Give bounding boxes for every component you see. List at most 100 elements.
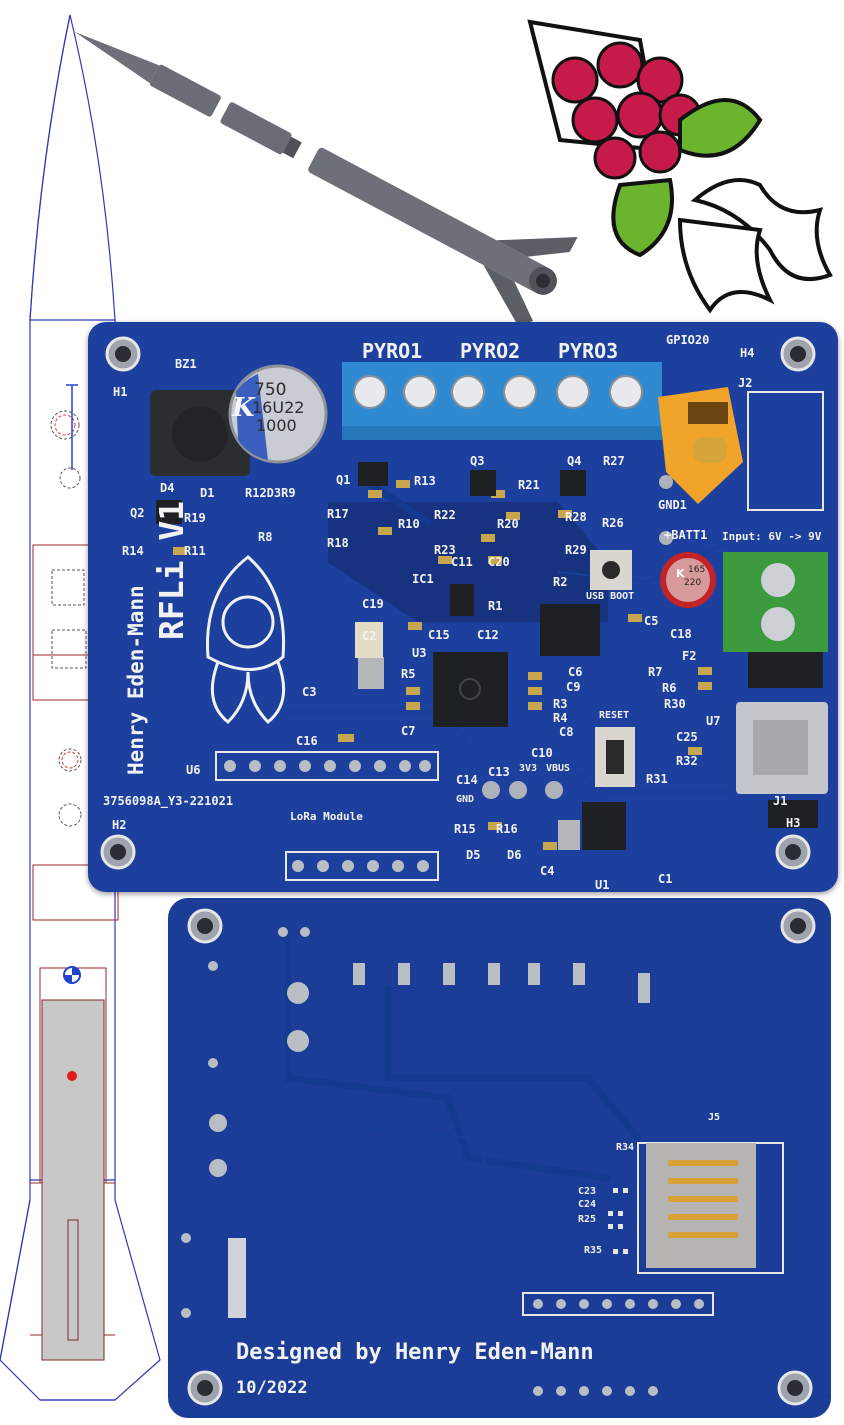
small-capacitor-value: 220: [684, 578, 702, 588]
gpio-label: GPIO20: [666, 333, 710, 347]
refdes-bz1: BZ1: [175, 357, 197, 371]
refdes-c3: C3: [302, 685, 317, 699]
capacitor-value: 750: [254, 380, 287, 400]
refdes-r28: R28: [565, 510, 587, 524]
refdes-c4: C4: [540, 864, 555, 878]
refdes-r6: R6: [662, 681, 677, 695]
refdes-r10: R10: [398, 517, 420, 531]
refdes-u7: U7: [706, 714, 721, 728]
refdes-r5: R5: [401, 667, 416, 681]
refdes-d6: D6: [507, 848, 522, 862]
refdes-c25: C25: [676, 730, 698, 744]
refdes-c18: C18: [670, 627, 692, 641]
capacitor-capacitance: 1000: [256, 416, 297, 435]
refdes-d1: D1: [200, 486, 215, 500]
refdes-c19: C19: [362, 597, 384, 611]
refdes-h4: H4: [740, 346, 755, 360]
pyro2-label: PYRO2: [460, 339, 521, 363]
refdes-r25: R25: [578, 1214, 597, 1225]
refdes-r11: R11: [184, 544, 206, 558]
board-id: 3756098A_Y3-221021: [103, 794, 234, 808]
refdes-j2: J2: [738, 376, 753, 390]
refdes-c9: C9: [566, 680, 581, 694]
refdes-j5: J5: [708, 1112, 721, 1123]
refdes-c5: C5: [644, 614, 659, 628]
refdes-r30: R30: [664, 697, 686, 711]
refdes-u1: U1: [595, 878, 610, 892]
refdes-r26: R26: [602, 516, 624, 530]
refdes-c10: C10: [531, 746, 553, 760]
refdes-c15: C15: [428, 628, 450, 642]
refdes-r20: R20: [497, 517, 519, 531]
refdes-c1: C1: [658, 872, 673, 886]
capacitor-rating: 16U22: [252, 398, 305, 417]
refdes-r15: R15: [454, 822, 476, 836]
refdes-j1: J1: [773, 794, 788, 808]
gnd1-label: GND1: [658, 498, 687, 512]
refdes-u6: U6: [186, 763, 201, 777]
refdes-c23: C23: [578, 1186, 597, 1197]
refdes-ic1: IC1: [412, 572, 434, 586]
board-author: Henry Eden-Mann: [124, 585, 148, 775]
lora-module-label: LoRa Module: [290, 810, 363, 823]
refdes-c14: C14: [456, 773, 478, 787]
refdes-r35: R35: [584, 1245, 603, 1256]
pyro1-label: PYRO1: [362, 339, 423, 363]
gnd-pad-label: GND: [456, 794, 475, 805]
refdes-c20: C20: [488, 555, 510, 569]
small-capacitor-brand: K: [676, 567, 685, 580]
refdes-q3: Q3: [470, 454, 485, 468]
refdes-u3: U3: [412, 646, 427, 660]
refdes-r34: R34: [616, 1142, 635, 1153]
refdes-d5: D5: [466, 848, 481, 862]
refdes-r13: R13: [414, 474, 436, 488]
input-voltage-label: Input: 6V -> 9V: [722, 530, 822, 543]
refdes-c16: C16: [296, 734, 318, 748]
refdes-q2: Q2: [130, 506, 145, 520]
reset-label: RESET: [599, 710, 630, 721]
refdes-c7: C7: [401, 724, 416, 738]
refdes-r23: R23: [434, 543, 456, 557]
refdes-r14: R14: [122, 544, 144, 558]
refdes-d4: D4: [160, 481, 175, 495]
refdes-c12: C12: [477, 628, 499, 642]
refdes-r3: R3: [553, 697, 568, 711]
refdes-r29: R29: [565, 543, 587, 557]
refdes-r1: R1: [488, 599, 503, 613]
raspberry-pi-logo: [527, 19, 833, 314]
refdes-r17: R17: [327, 507, 349, 521]
refdes-h3: H3: [786, 816, 801, 830]
small-capacitor-code: 165: [688, 565, 706, 575]
refdes-r18: R18: [327, 536, 349, 550]
top-pcb-artwork: [100, 336, 828, 881]
refdes-c2: C2: [362, 629, 377, 643]
batt-label: +BATT1: [664, 528, 708, 542]
pyro3-label: PYRO3: [558, 339, 619, 363]
refdes-r16: R16: [496, 822, 518, 836]
refdes-q1: Q1: [336, 473, 351, 487]
refdes-r8: R8: [258, 530, 273, 544]
refdes-c24: C24: [578, 1199, 597, 1210]
rocket-render: [75, 32, 578, 327]
refdes-c13: C13: [488, 765, 510, 779]
refdes-r27: R27: [603, 454, 625, 468]
refdes-r32: R32: [676, 754, 698, 768]
refdes-r2: R2: [553, 575, 568, 589]
rocket-technical-drawing: [0, 14, 161, 1401]
refdes-c8: C8: [559, 725, 574, 739]
refdes-h2: H2: [112, 818, 127, 832]
3v3-pad-label: 3V3: [519, 763, 538, 774]
refdes-r12d3r9: R12D3R9: [245, 486, 296, 500]
refdes-c6: C6: [568, 665, 583, 679]
refdes-r21: R21: [518, 478, 540, 492]
refdes-r7: R7: [648, 665, 663, 679]
refdes-r19: R19: [184, 511, 206, 525]
refdes-r22: R22: [434, 508, 456, 522]
vbus-pad-label: VBUS: [546, 763, 571, 774]
bottom-pcb-artwork: [181, 908, 816, 1406]
design-date: 10/2022: [236, 1378, 308, 1398]
refdes-q4: Q4: [567, 454, 582, 468]
refdes-f2: F2: [682, 649, 697, 663]
refdes-r31: R31: [646, 772, 668, 786]
usb-boot-label: USB BOOT: [586, 591, 635, 602]
